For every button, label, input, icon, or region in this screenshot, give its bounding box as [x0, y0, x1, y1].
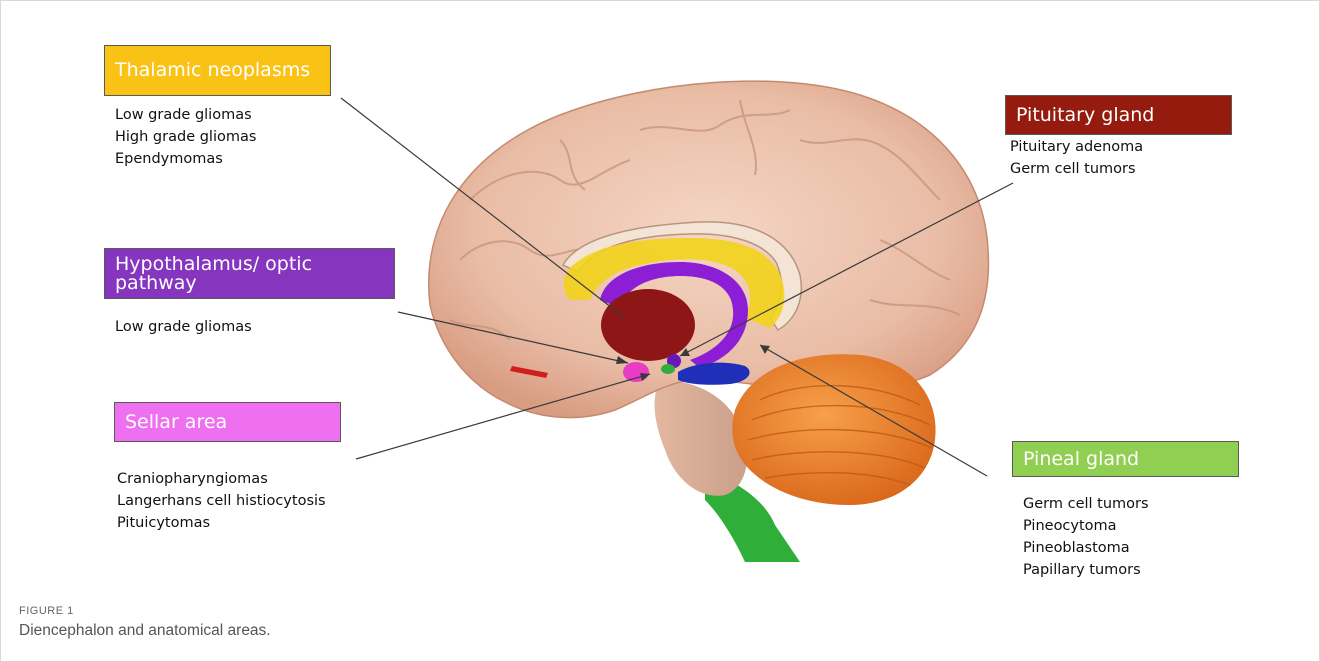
list-item: Germ cell tumors [1023, 493, 1149, 515]
list-item: Germ cell tumors [1010, 158, 1143, 180]
list-item: Langerhans cell histiocytosis [117, 490, 326, 512]
sellar-pink [623, 362, 649, 382]
pineal-tumor-list: Germ cell tumors Pineocytoma Pineoblasto… [1023, 493, 1149, 581]
list-item: Pineoblastoma [1023, 537, 1149, 559]
sellar-tumor-list: Craniopharyngiomas Langerhans cell histi… [117, 468, 326, 534]
list-item: High grade gliomas [115, 126, 256, 148]
figure-caption: Diencephalon and anatomical areas. [19, 622, 271, 640]
thalamic-tumor-list: Low grade gliomas High grade gliomas Epe… [115, 104, 256, 170]
hypothalamus-optic-label: Hypothalamus/ optic pathway [104, 248, 395, 299]
list-item: Ependymomas [115, 148, 256, 170]
pineal-gland-label: Pineal gland [1012, 441, 1239, 477]
list-item: Pituicytomas [117, 512, 326, 534]
pineal-green [661, 364, 675, 374]
list-item: Papillary tumors [1023, 559, 1149, 581]
list-item: Pineocytoma [1023, 515, 1149, 537]
list-item: Low grade gliomas [115, 104, 256, 126]
pituitary-gland-label: Pituitary gland [1005, 95, 1232, 135]
list-item: Low grade gliomas [115, 316, 252, 338]
thalamus-dark-red [601, 289, 695, 361]
hypothalamus-tumor-list: Low grade gliomas [115, 316, 252, 338]
pituitary-tumor-list: Pituitary adenoma Germ cell tumors [1010, 136, 1143, 180]
list-item: Craniopharyngiomas [117, 468, 326, 490]
list-item: Pituitary adenoma [1010, 136, 1143, 158]
sellar-area-label: Sellar area [114, 402, 341, 442]
figure-label: FIGURE 1 [19, 605, 74, 617]
thalamic-neoplasms-label: Thalamic neoplasms [104, 45, 331, 96]
